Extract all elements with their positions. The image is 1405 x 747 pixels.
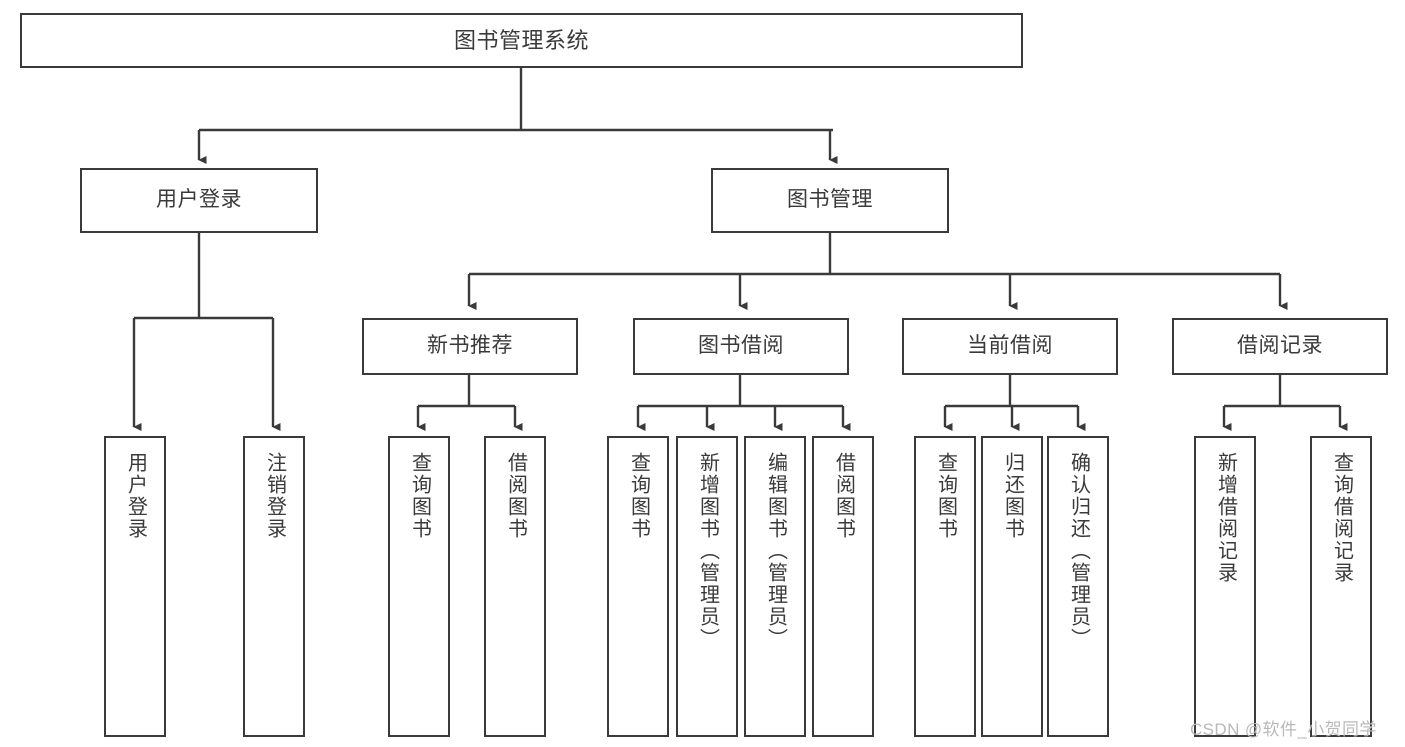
node-label: 查询图书	[627, 452, 650, 540]
leaf-node-confirm-return-admin[interactable]: 确认归还（管理员）	[1047, 436, 1109, 737]
node-label: 新书推荐	[427, 334, 513, 358]
leaf-node-query-book-new-book[interactable]: 查询图书	[388, 436, 450, 737]
node-label: 借阅记录	[1237, 334, 1323, 358]
node-new-book-recommendation[interactable]: 新书推荐	[362, 318, 578, 375]
node-label: 确认归还（管理员）	[1067, 452, 1090, 650]
node-label: 当前借阅	[967, 334, 1053, 358]
leaf-node-add-borrow-record[interactable]: 新增借阅记录	[1194, 436, 1256, 737]
leaf-node-borrow-book-new-book[interactable]: 借阅图书	[484, 436, 546, 737]
leaf-node-borrow-book-borrowing[interactable]: 借阅图书	[812, 436, 874, 737]
node-label: 图书管理	[787, 188, 873, 212]
node-user-login[interactable]: 用户登录	[80, 168, 318, 233]
node-label: 编辑图书（管理员）	[764, 452, 787, 650]
node-label: 查询图书	[408, 452, 431, 540]
node-label: 新增图书（管理员）	[696, 452, 719, 650]
leaf-node-user-login[interactable]: 用户登录	[104, 436, 166, 737]
node-label: 归还图书	[1001, 452, 1024, 540]
node-book-management[interactable]: 图书管理	[711, 168, 949, 233]
csdn-watermark: CSDN @软件_小贺同学	[1190, 720, 1377, 739]
node-label: 查询借阅记录	[1330, 452, 1353, 584]
node-label: 用户登录	[124, 452, 147, 540]
leaf-node-logout[interactable]: 注销登录	[243, 436, 305, 737]
leaf-node-query-book-current[interactable]: 查询图书	[914, 436, 976, 737]
node-label: 用户登录	[156, 188, 242, 212]
node-borrowing-record[interactable]: 借阅记录	[1172, 318, 1388, 375]
node-label: 新增借阅记录	[1214, 452, 1237, 584]
leaf-node-add-book-admin[interactable]: 新增图书（管理员）	[676, 436, 738, 737]
node-label: 查询图书	[934, 452, 957, 540]
node-root-book-management-system[interactable]: 图书管理系统	[20, 13, 1023, 68]
leaf-node-query-book-borrowing[interactable]: 查询图书	[607, 436, 669, 737]
node-label: 图书借阅	[698, 334, 784, 358]
leaf-node-edit-book-admin[interactable]: 编辑图书（管理员）	[744, 436, 806, 737]
node-current-borrowing[interactable]: 当前借阅	[902, 318, 1118, 375]
node-label: 注销登录	[263, 452, 286, 540]
node-label: 借阅图书	[504, 452, 527, 540]
node-label: 借阅图书	[832, 452, 855, 540]
leaf-node-query-borrow-record[interactable]: 查询借阅记录	[1310, 436, 1372, 737]
node-label: 图书管理系统	[453, 27, 589, 53]
node-book-borrowing[interactable]: 图书借阅	[633, 318, 849, 375]
leaf-node-return-book[interactable]: 归还图书	[981, 436, 1043, 737]
